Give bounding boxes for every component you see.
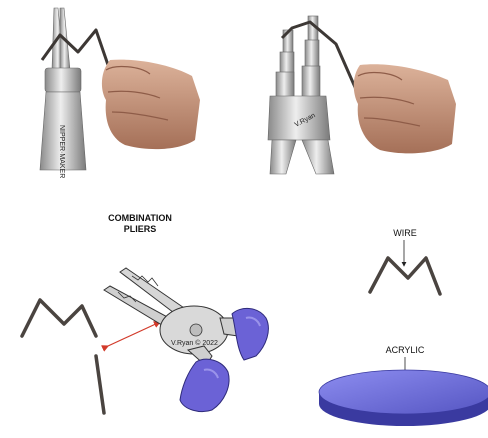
combination-pliers-icon: V.Ryan © 2022 [104, 268, 268, 412]
combination-title-line1: COMBINATION [108, 213, 172, 223]
acrylic-disc-icon [319, 370, 488, 426]
combination-title-line2: PLIERS [124, 224, 157, 234]
straight-wire [96, 356, 104, 413]
wire-label: WIRE [393, 228, 417, 238]
red-arrow [108, 322, 160, 346]
m-shaped-wire-2 [370, 258, 440, 294]
acrylic-label: ACRYLIC [386, 345, 425, 355]
step-pliers-photo: V.Ryan [268, 16, 456, 174]
round-nose-pliers-icon: NIPPER·MAKER [40, 8, 86, 178]
m-shaped-wire [22, 300, 96, 336]
credit-label: V.Ryan © 2022 [171, 339, 218, 347]
round-nose-pliers-photo: NIPPER·MAKER [40, 8, 200, 178]
step-pliers-icon: V.Ryan [268, 16, 334, 174]
hand-icon-2 [354, 64, 456, 153]
hand-icon [102, 60, 200, 150]
round-nose-pliers-engraving: NIPPER·MAKER [58, 125, 65, 178]
